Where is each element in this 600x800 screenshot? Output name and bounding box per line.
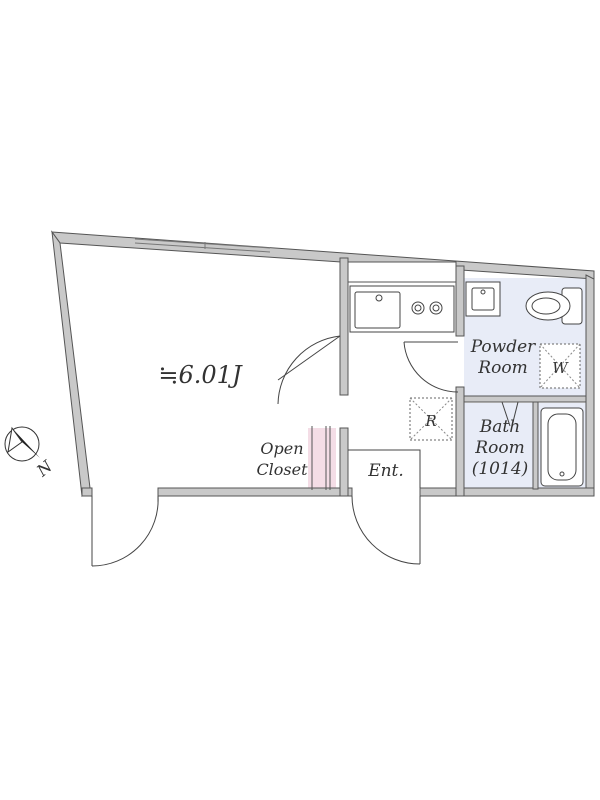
bathtub-icon [540, 407, 584, 487]
toilet-icon [525, 287, 583, 325]
powder-room-label-line2: Room [477, 358, 527, 378]
entrance-step [348, 449, 421, 488]
bath-room-label-line2: Room [474, 438, 524, 458]
refrigerator-label: R [424, 412, 436, 430]
washbasin-icon [465, 281, 501, 317]
closet-shade [308, 428, 336, 490]
powder-room-label-line1: Powder [470, 337, 536, 357]
refrigerator-space: R [409, 397, 453, 441]
stove-icon [411, 301, 443, 315]
bath-room-size: (1014) [472, 459, 529, 479]
compass-icon: N [4, 426, 57, 481]
washer-label: W [552, 359, 569, 377]
compass-label: N [32, 456, 56, 481]
doors [91, 335, 519, 567]
sink-icon [354, 291, 401, 329]
washer-space: W [539, 343, 581, 389]
closet-lines [311, 426, 331, 490]
top-window [134, 238, 271, 253]
bath-room-label-line1: Bath [479, 417, 520, 437]
closet-label-line1: Open [260, 439, 303, 458]
closet-label-line2: Closet [256, 460, 308, 479]
main-room-size: ≒6.01J [158, 361, 243, 389]
entrance-label: Ent. [367, 461, 404, 481]
walls [50, 230, 595, 498]
kitchen-counter [349, 285, 455, 333]
